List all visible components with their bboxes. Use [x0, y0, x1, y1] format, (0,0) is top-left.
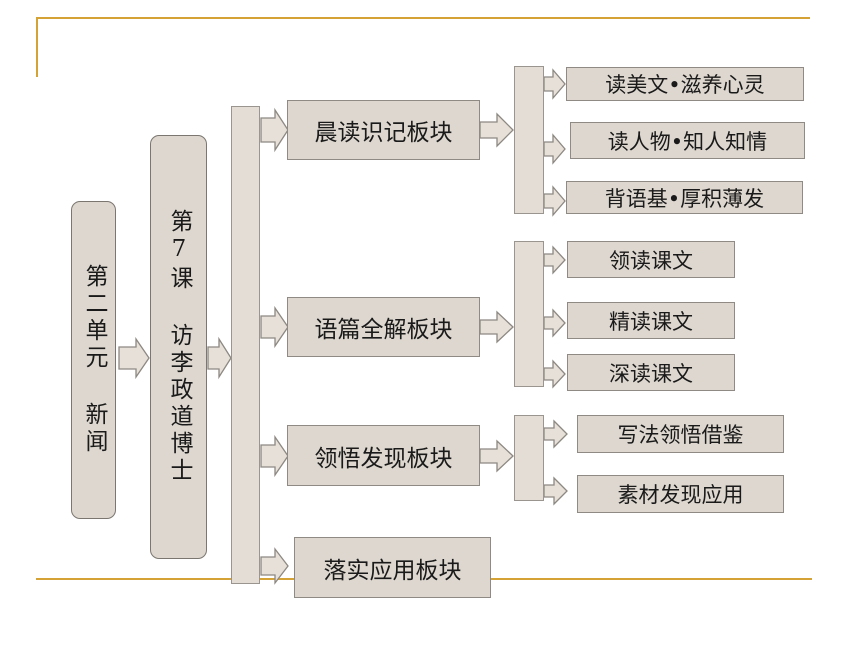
arrow-lesson-to-bracket: [207, 336, 232, 380]
arrow-to-module-1: [260, 107, 289, 153]
unit-label: 第二单元 新闻: [81, 264, 107, 456]
arrow-module-1-out: [479, 112, 514, 148]
arrow-to-item-3-1: [543, 419, 568, 449]
module-title-3: 领悟发现板块: [314, 445, 453, 472]
arrow-to-item-1-1: [543, 68, 566, 100]
module-box-2: 语篇全解板块: [287, 297, 480, 357]
item-box-2-3: 深读课文: [567, 354, 735, 391]
lesson-box: 第7课 访李政道博士: [150, 135, 207, 559]
module-2-bracket: [514, 241, 544, 387]
arrow-to-module-3: [260, 434, 289, 478]
item-label-1-3: 背语基•厚积薄发: [604, 186, 765, 211]
module-title-4: 落实应用板块: [323, 557, 462, 584]
module-box-3: 领悟发现板块: [287, 425, 480, 486]
top-rule: [36, 17, 810, 19]
arrow-to-item-2-2: [543, 308, 566, 338]
item-label-1-2: 读人物•知人知情: [607, 129, 768, 154]
item-label-2-3: 深读课文: [609, 361, 693, 386]
arrow-to-item-2-3: [543, 359, 566, 389]
item-box-3-2: 素材发现应用: [577, 475, 784, 513]
item-box-2-1: 领读课文: [567, 241, 735, 278]
arrow-to-item-1-3: [543, 185, 566, 217]
item-label-3-1: 写法领悟借鉴: [617, 423, 744, 447]
arrow-module-3-out: [479, 439, 514, 473]
item-label-2-2: 精读课文: [609, 309, 693, 334]
left-rule: [36, 17, 38, 77]
arrow-to-module-2: [260, 305, 289, 349]
module-box-1: 晨读识记板块: [287, 100, 480, 160]
module-box-4: 落实应用板块: [294, 537, 491, 598]
item-box-1-2: 读人物•知人知情: [570, 122, 805, 159]
item-label-1-1: 读美文•滋养心灵: [605, 73, 765, 97]
arrow-unit-to-lesson: [118, 336, 150, 380]
module-1-bracket: [514, 66, 544, 214]
module-title-2: 语篇全解板块: [314, 317, 453, 343]
item-label-2-1: 领读课文: [609, 248, 693, 273]
modules-bracket: [231, 106, 260, 584]
arrow-module-2-out: [479, 310, 514, 344]
item-label-3-2: 素材发现应用: [617, 483, 744, 507]
item-box-2-2: 精读课文: [567, 302, 735, 339]
unit-box: 第二单元 新闻: [71, 201, 116, 519]
arrow-to-item-2-1: [543, 245, 566, 275]
arrow-to-item-1-2: [543, 133, 566, 165]
item-box-1-3: 背语基•厚积薄发: [566, 181, 803, 214]
arrow-to-item-3-2: [543, 476, 568, 506]
lesson-label: 第7课 访李政道博士: [166, 209, 192, 485]
item-box-3-1: 写法领悟借鉴: [577, 415, 784, 453]
module-title-1: 晨读识记板块: [314, 120, 453, 146]
module-3-bracket: [514, 415, 544, 501]
item-box-1-1: 读美文•滋养心灵: [566, 67, 804, 101]
